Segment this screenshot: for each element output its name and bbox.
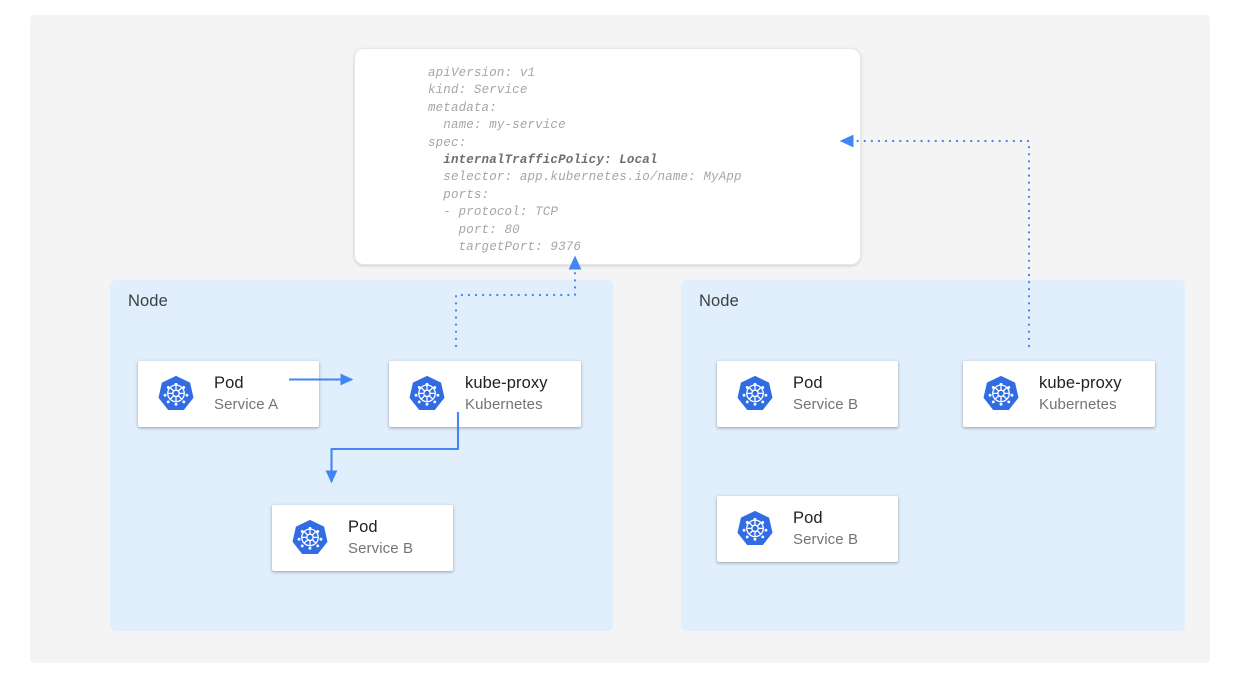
kubernetes-icon	[737, 375, 773, 410]
yaml-line-3: name: my-service	[428, 118, 566, 133]
yaml-line-7: ports:	[428, 187, 490, 202]
card-title: kube-proxy	[1039, 374, 1122, 392]
card-text: kube-proxy Kubernetes	[1039, 373, 1122, 415]
card-kube-proxy-right[interactable]: kube-proxy Kubernetes	[963, 361, 1155, 427]
card-subtitle: Kubernetes	[1039, 396, 1117, 413]
yaml-line-6: selector: app.kubernetes.io/name: MyApp	[428, 170, 742, 185]
kubernetes-icon	[983, 375, 1019, 410]
yaml-key: kind:	[428, 83, 474, 98]
kubernetes-icon	[158, 375, 194, 410]
card-text: Pod Service A	[214, 373, 278, 415]
card-text: kube-proxy Kubernetes	[465, 373, 548, 415]
yaml-line-8: - protocol: TCP	[428, 205, 559, 220]
yaml-line-10: targetPort: 9376	[428, 239, 582, 254]
card-subtitle: Service B	[793, 531, 859, 548]
card-subtitle: Service B	[348, 540, 414, 557]
yaml-line-5: internalTrafficPolicy: Local	[428, 152, 658, 167]
yaml-line-4: spec:	[428, 135, 467, 150]
card-title: kube-proxy	[465, 374, 548, 392]
node-panel-left: Node	[110, 280, 613, 631]
kubernetes-icon	[737, 510, 773, 545]
card-subtitle: Kubernetes	[465, 396, 543, 413]
node-panel-right: Node	[681, 280, 1185, 631]
yaml-line-1: kind: Service	[428, 82, 742, 99]
card-title: Pod	[348, 518, 378, 536]
card-subtitle: Service B	[793, 396, 859, 413]
card-kube-proxy-left[interactable]: kube-proxy Kubernetes	[389, 361, 581, 427]
node-label-right: Node	[699, 292, 739, 310]
card-pod-service-b-right-2[interactable]: Pod Service B	[717, 496, 898, 562]
kubernetes-icon	[292, 519, 328, 554]
card-text: Pod Service B	[793, 508, 858, 550]
card-text: Pod Service B	[348, 517, 413, 559]
kubernetes-icon	[409, 375, 445, 410]
card-title: Pod	[793, 509, 823, 527]
card-subtitle: Service A	[214, 396, 279, 413]
card-pod-service-b-right-1[interactable]: Pod Service B	[717, 361, 898, 427]
card-title: Pod	[793, 374, 823, 392]
card-text: Pod Service B	[793, 373, 858, 415]
card-title: Pod	[214, 374, 244, 392]
yaml-line-0: apiVersion: v1	[428, 66, 536, 80]
node-label-left: Node	[128, 292, 168, 310]
yaml-line-9: port: 80	[428, 222, 520, 237]
card-pod-service-b-left[interactable]: Pod Service B	[272, 505, 453, 571]
card-pod-service-a[interactable]: Pod Service A	[138, 361, 319, 427]
yaml-value-emphasis: Service	[473, 83, 528, 98]
yaml-line-2: metadata:	[428, 100, 497, 115]
